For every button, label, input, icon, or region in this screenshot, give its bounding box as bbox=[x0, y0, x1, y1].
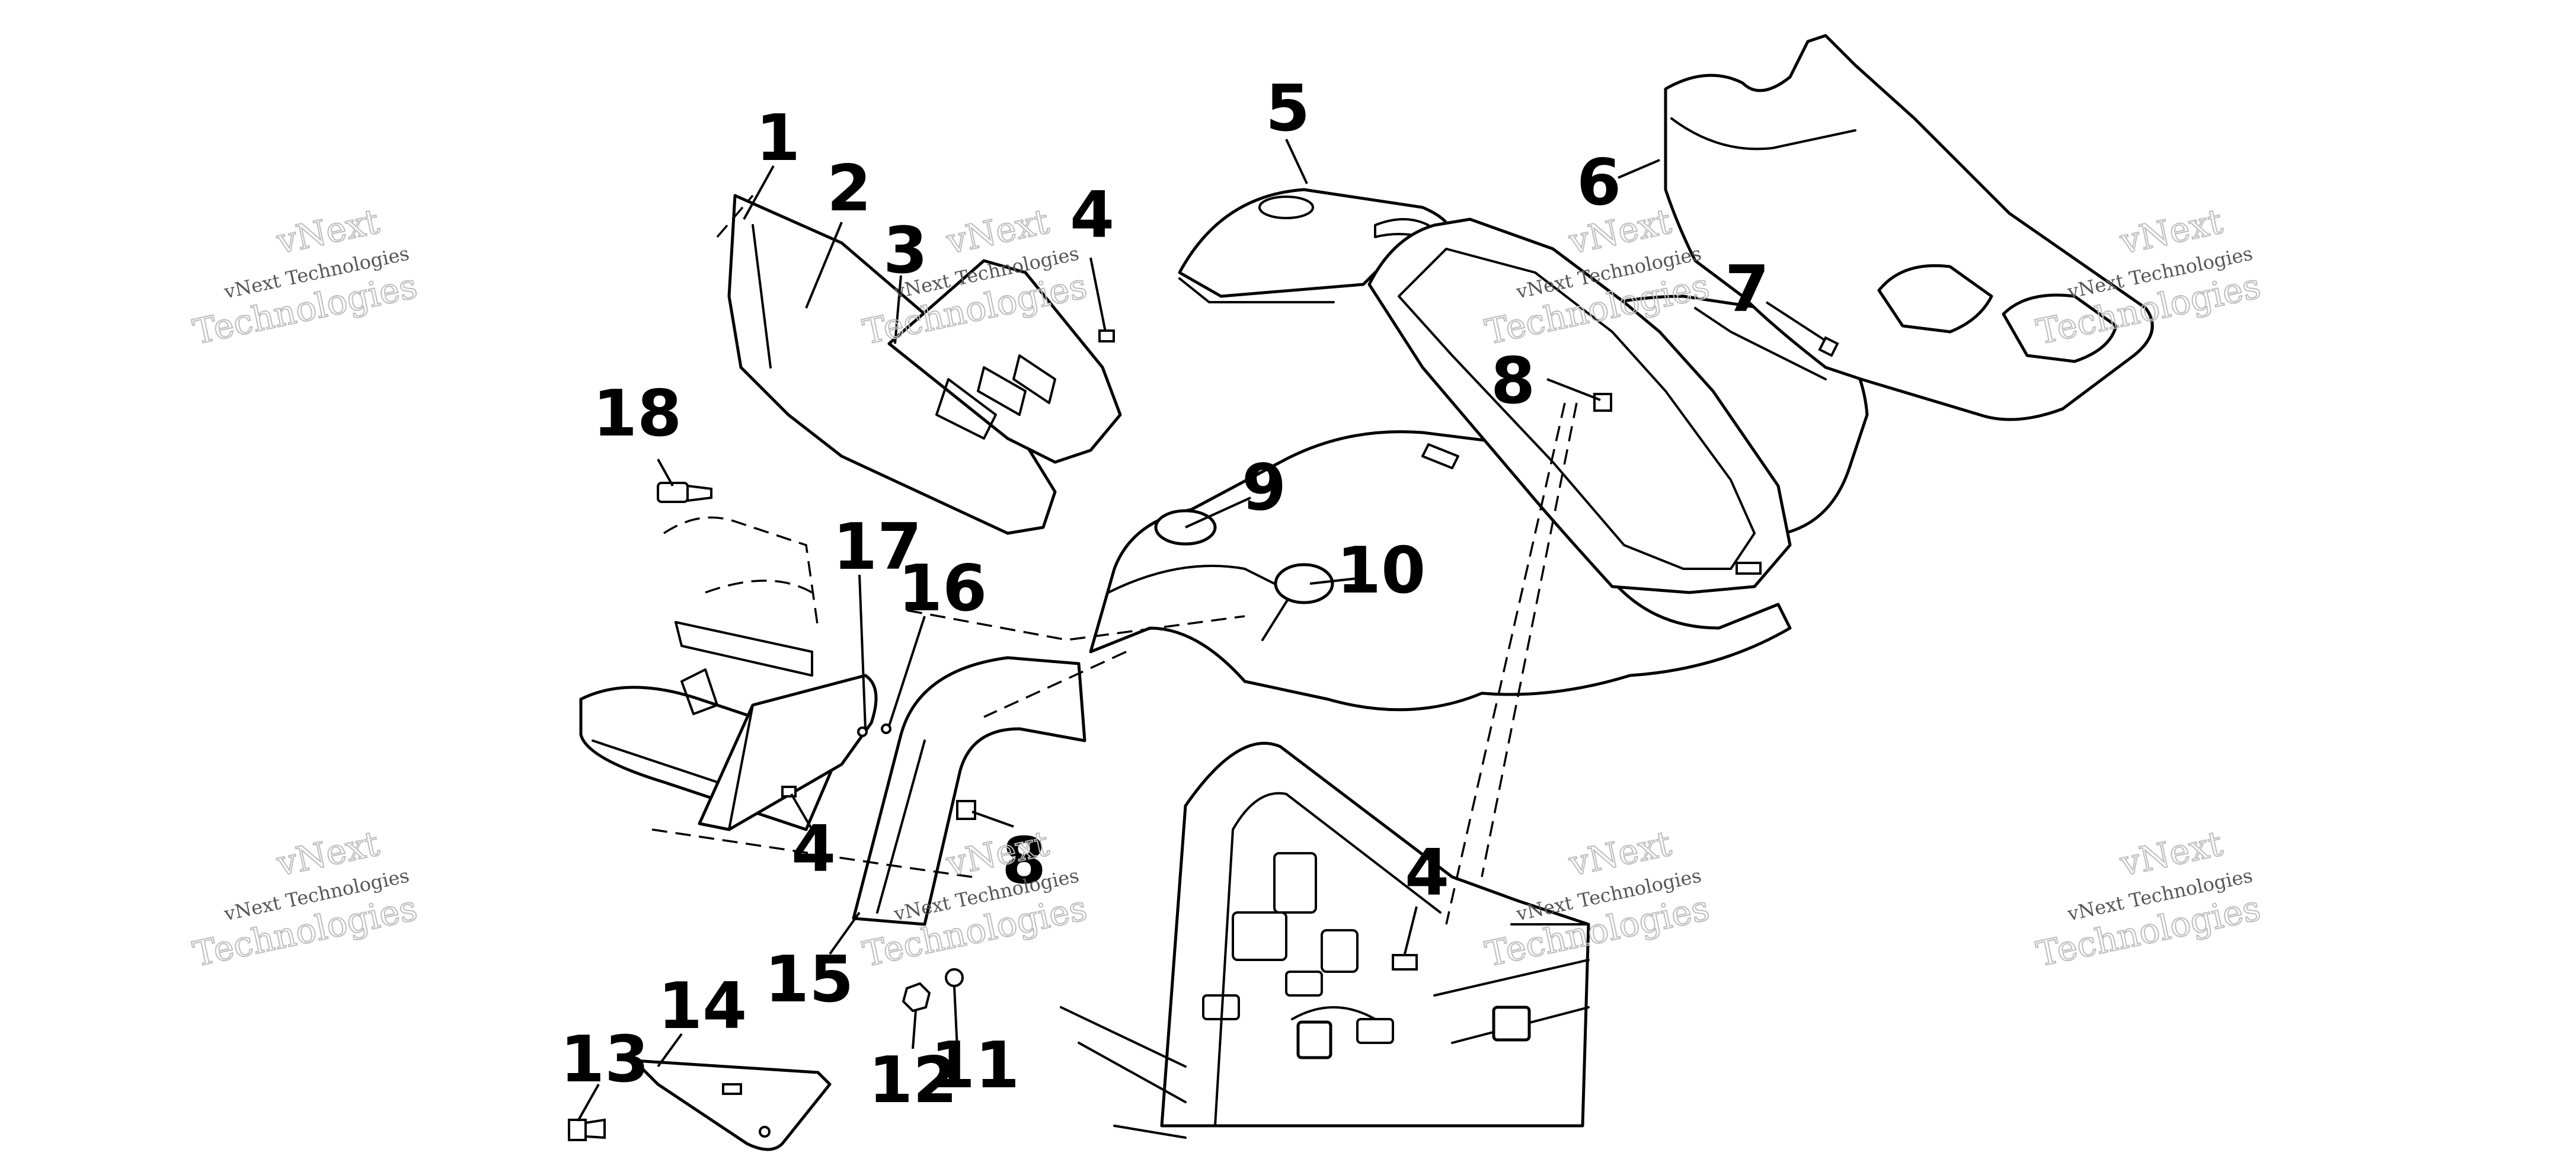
callout-4-frame: 4 bbox=[1405, 836, 1449, 910]
callout-10: 10 bbox=[1337, 534, 1426, 608]
seat-frame bbox=[1367, 217, 1792, 594]
skid-plate bbox=[632, 1059, 832, 1151]
callout-18: 18 bbox=[593, 377, 682, 451]
callout-9: 9 bbox=[1242, 451, 1286, 525]
callouts: 1 2 3 4 5 6 7 8 9 10 17 16 18 4 8 4 15 1… bbox=[560, 72, 1769, 1117]
callout-4: 4 bbox=[1070, 178, 1114, 252]
frame bbox=[1060, 741, 1590, 1139]
callout-17: 17 bbox=[833, 510, 922, 584]
callout-4-lower: 4 bbox=[791, 812, 836, 886]
routing-lines bbox=[651, 194, 1578, 925]
hardware bbox=[568, 329, 1839, 1141]
callout-8: 8 bbox=[1491, 344, 1535, 418]
callout-12: 12 bbox=[868, 1043, 957, 1117]
callout-2: 2 bbox=[827, 152, 871, 226]
callout-11: 11 bbox=[931, 1029, 1019, 1103]
callout-8-lower: 8 bbox=[1002, 824, 1046, 898]
rear-cover bbox=[1664, 34, 2154, 421]
callout-15: 15 bbox=[765, 943, 854, 1017]
callout-5: 5 bbox=[1265, 72, 1310, 146]
callout-14: 14 bbox=[658, 969, 747, 1043]
watermark-bottom-left: vNext vNext Technologies Technologies bbox=[189, 822, 421, 975]
callout-6: 6 bbox=[1577, 146, 1621, 220]
side-panel bbox=[727, 194, 1122, 535]
callout-13: 13 bbox=[560, 1023, 649, 1097]
watermark-top-left: vNext vNext Technologies Technologies bbox=[189, 200, 421, 353]
callout-7: 7 bbox=[1725, 252, 1769, 326]
callout-16: 16 bbox=[898, 552, 987, 626]
callout-3: 3 bbox=[883, 214, 928, 288]
fender-flare bbox=[852, 656, 1086, 926]
callout-1: 1 bbox=[756, 101, 800, 175]
leader-lines bbox=[577, 139, 1827, 1122]
watermark-bottom-right: vNext vNext Technologies Technologies bbox=[2032, 822, 2265, 975]
